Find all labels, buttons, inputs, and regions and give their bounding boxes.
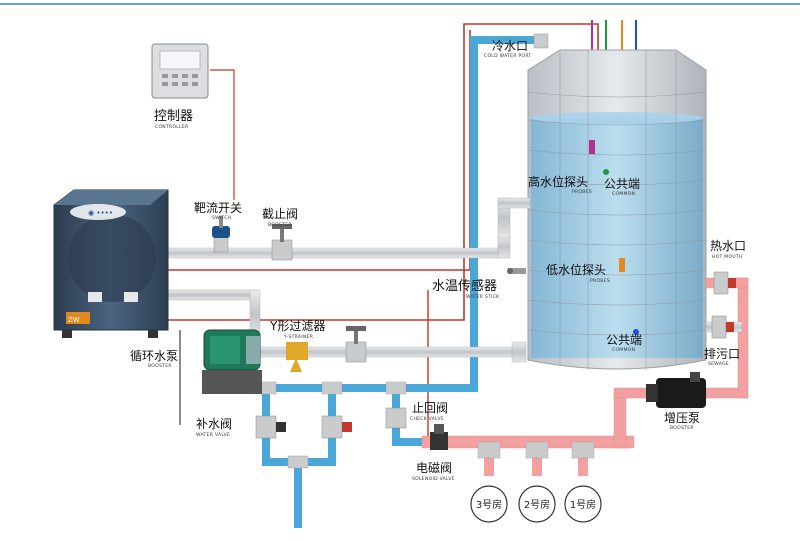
temp-sensor-label: 水温传感器 (432, 278, 497, 294)
common-bottom-node (633, 329, 639, 335)
cold-port-label-en: COLD WATER PORT (484, 53, 531, 59)
common-bottom-label: 公共端 (606, 333, 642, 347)
y-strainer-label: Y形过滤器 (269, 319, 325, 333)
circulation-pump (202, 329, 262, 394)
hot-port-label-en: HOT MOUTH (712, 254, 743, 260)
solenoid-label-en: SOLENOID VALVE (412, 476, 455, 482)
drain-label-en: SEWAGE (708, 361, 729, 367)
room-1-circle (564, 485, 602, 523)
common-top-node (603, 169, 609, 175)
svg-text:◉ ••••: ◉ •••• (88, 209, 113, 217)
drain-valve (711, 315, 734, 339)
controller (151, 43, 209, 99)
solenoid-label: 电磁阀 (416, 460, 452, 475)
water-temp-sensor (507, 268, 526, 274)
room-2-label: 2号房 (524, 498, 550, 511)
y-strainer-label-en: Y-STRAINER (283, 334, 313, 340)
high-probe-label: 高水位探头 (528, 174, 588, 189)
labels: 控制器 CONTROLLER 靶流开关 SWITCH 截止阀 BOOSTER 冷… (130, 39, 746, 482)
circ-pump-label-en: BOOSTER (148, 363, 172, 369)
room-2-circle (518, 485, 556, 523)
cold-port-label: 冷水口 (492, 39, 528, 53)
controller-label: 控制器 (154, 109, 193, 124)
room-3-circle (470, 485, 508, 523)
pipework (167, 33, 749, 528)
brand-badge-text: ZW (68, 316, 80, 324)
check-valve (385, 407, 407, 429)
stop-valve-label-en: BOOSTER (268, 222, 292, 228)
room-3-label: 3号房 (476, 498, 502, 511)
common-top-label: 公共端 (604, 177, 640, 191)
water-tank (527, 49, 707, 370)
flow-switch-label: 靶流开关 (194, 201, 242, 215)
circ-pump-label: 循环水泵 (130, 349, 178, 363)
bottom-gate-valve (345, 326, 367, 363)
temp-sensor-label-en: WATER STICK (466, 294, 500, 300)
low-probe-label: 低水位探头 (546, 262, 606, 277)
hot-port-valve (713, 271, 736, 295)
check-valve-label: 止回阀 (412, 401, 448, 415)
hot-port-label: 热水口 (710, 239, 746, 253)
makeup-valve (255, 415, 352, 439)
makeup-valve-label-en: WATER VALVE (196, 432, 230, 438)
stop-valve (271, 224, 293, 261)
low-probe-label-en: PROBES (590, 278, 610, 284)
booster-pump-label: 增压泵 (664, 411, 700, 425)
controller-label-en: CONTROLLER (155, 124, 188, 130)
y-strainer (286, 342, 308, 372)
heat-pump-unit: ◉ •••• ZW (53, 189, 169, 338)
drain-label: 排污口 (704, 347, 740, 361)
stop-valve-label: 截止阀 (262, 207, 298, 221)
low-probe-tip (619, 258, 625, 272)
makeup-valve-label: 补水阀 (196, 417, 232, 431)
room-circles: 3号房 2号房 1号房 (470, 485, 602, 523)
common-top-label-en: COMMON (612, 191, 635, 197)
high-probe-label-en: PROBES (572, 189, 592, 195)
booster-pump (646, 372, 706, 408)
high-probe-tip (589, 140, 595, 154)
common-bottom-label-en: COMMON (612, 347, 635, 353)
check-valve-label-en: CHECK VALVE (410, 416, 444, 422)
solenoid-valve (430, 424, 448, 450)
flow-switch-label-en: SWITCH (212, 215, 231, 221)
flow-switch (212, 216, 230, 253)
room-1-label: 1号房 (570, 498, 596, 511)
booster-pump-label-en: BOOSTER (670, 425, 694, 431)
